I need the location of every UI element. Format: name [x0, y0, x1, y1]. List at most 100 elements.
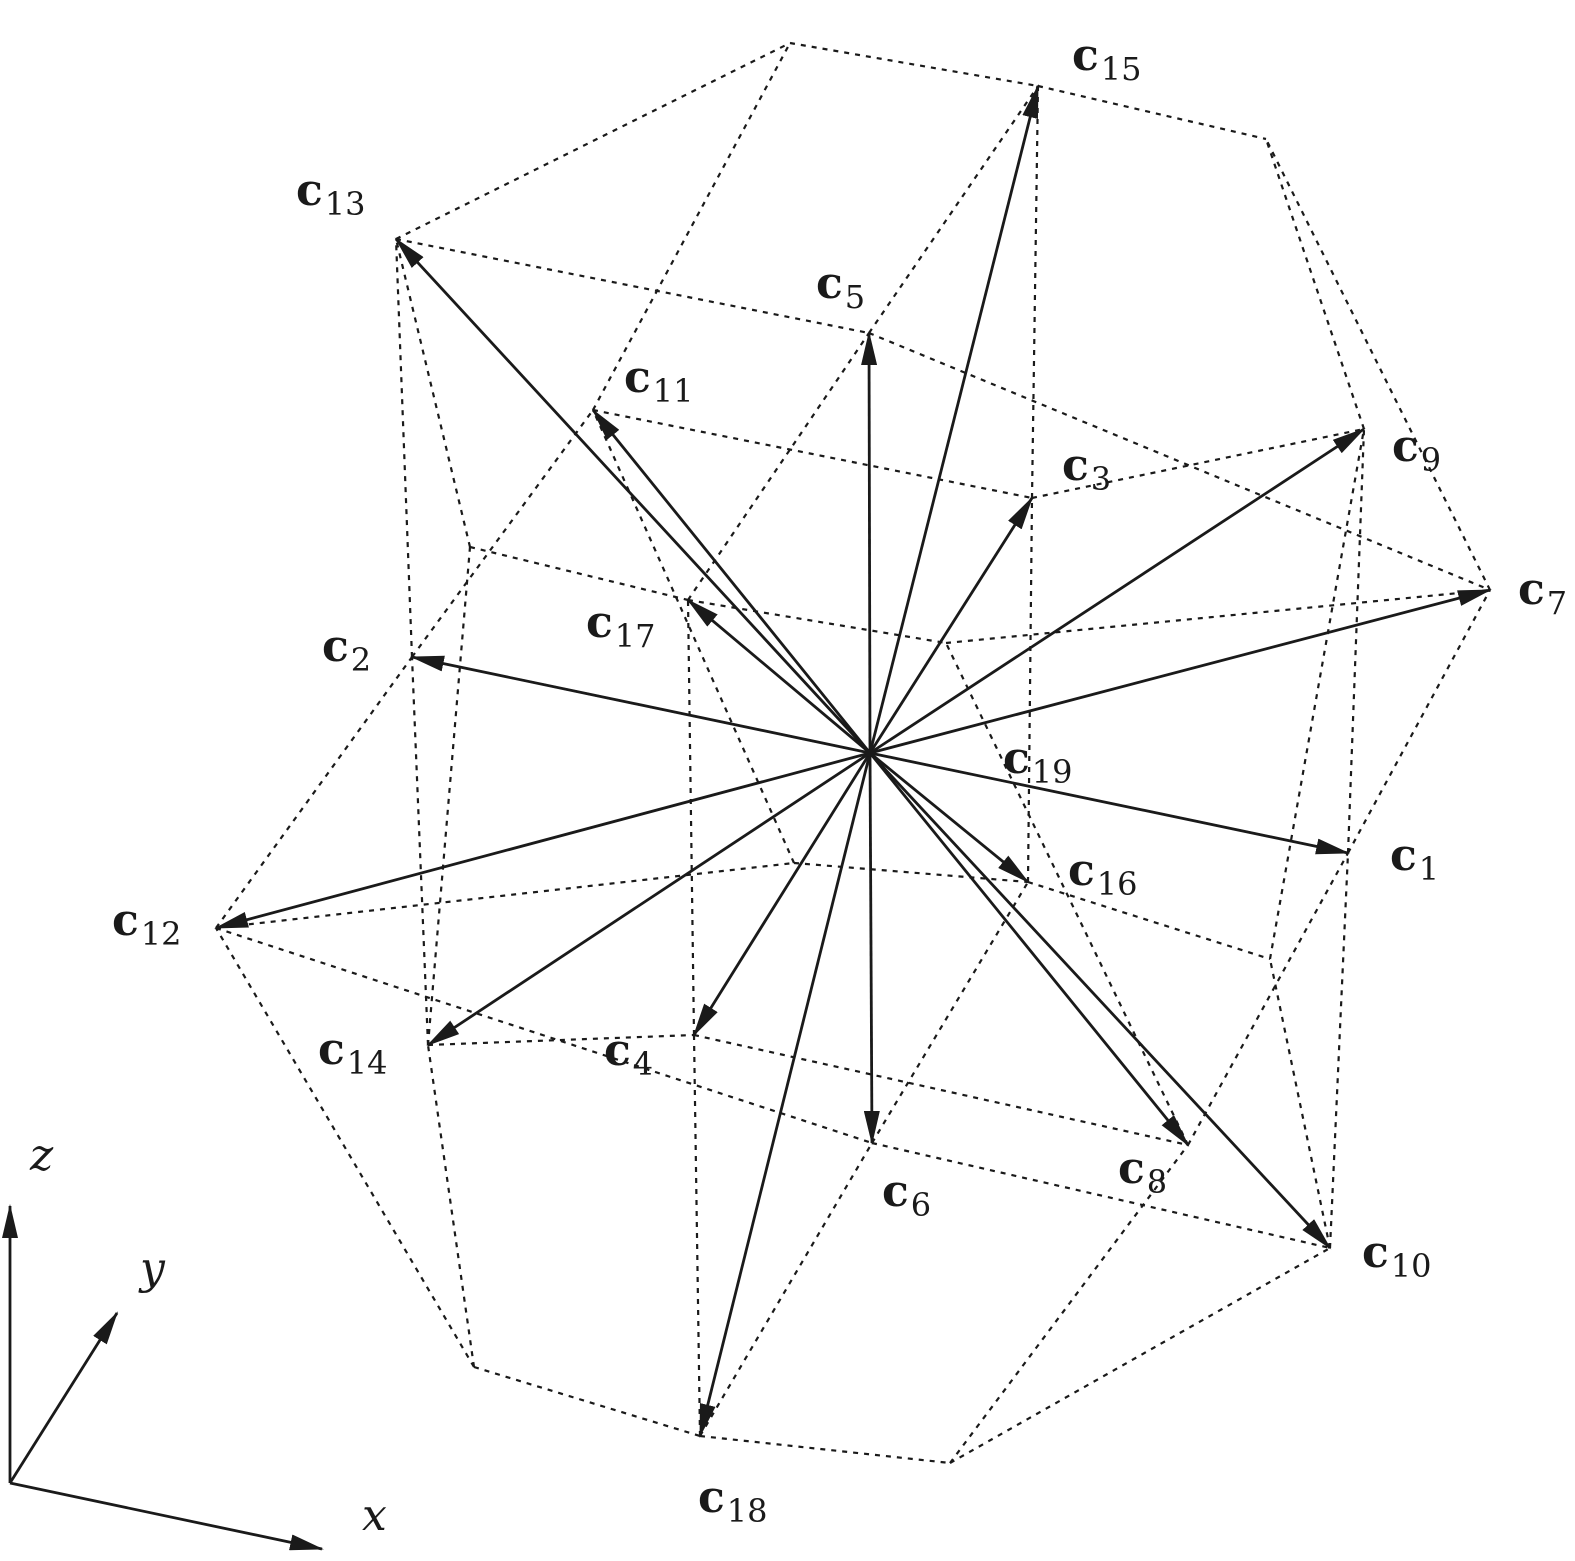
- axis-y-arrow: [8, 1311, 119, 1484]
- grid-line-x: [592, 408, 1033, 500]
- label-c19-base: c: [1003, 733, 1030, 784]
- label-c14: c14: [318, 1024, 388, 1082]
- label-c2: c2: [322, 621, 371, 679]
- grid-line-x: [793, 861, 1029, 884]
- label-c5-base: c: [816, 258, 843, 309]
- grid-line-x: [469, 545, 689, 602]
- grid-line-z: [1026, 497, 1034, 883]
- grid-line-z: [945, 642, 1189, 1146]
- label-c8-base: c: [1118, 1143, 1145, 1194]
- label-c12-base: c: [112, 895, 139, 946]
- grid-line-x: [1027, 880, 1271, 961]
- grid-line-y: [410, 656, 430, 1046]
- grid-line-z: [949, 1144, 1189, 1464]
- axis-x-label: x: [362, 1490, 387, 1541]
- vector-c7: [869, 588, 1492, 755]
- grid-line-x: [871, 1141, 1331, 1250]
- label-c10-subscript: 10: [1391, 1247, 1432, 1285]
- grid-line-x: [789, 41, 1039, 88]
- label-c12-subscript: 12: [141, 915, 182, 953]
- grid-line-y: [215, 861, 795, 930]
- grid-line-y: [1346, 428, 1366, 854]
- grid-line-y: [945, 588, 1491, 645]
- grid-line-z: [686, 599, 696, 1036]
- label-c8-subscript: 8: [1147, 1163, 1167, 1201]
- velocity-vectors: [214, 84, 1492, 1438]
- label-c17-base: c: [586, 597, 613, 648]
- label-c6-subscript: 6: [911, 1186, 931, 1224]
- vector-c16: [869, 751, 1030, 884]
- label-c11-subscript: 11: [653, 372, 694, 410]
- grid-line-z: [692, 1034, 702, 1437]
- vector-c14: [426, 751, 871, 1047]
- label-c9-subscript: 9: [1421, 441, 1441, 479]
- grid-line-y: [1187, 852, 1349, 1146]
- grid-line-y: [395, 42, 791, 240]
- grid-line-z: [426, 1044, 476, 1368]
- label-c7-subscript: 7: [1547, 584, 1567, 622]
- label-c10: c10: [1362, 1227, 1432, 1285]
- vector-c13: [394, 237, 872, 754]
- label-c2-base: c: [322, 621, 349, 672]
- label-c16-base: c: [1068, 845, 1095, 896]
- grid-line-z: [1264, 138, 1366, 430]
- grid-line-y: [699, 1142, 873, 1437]
- coordinate-axes: xyz: [1, 1130, 387, 1551]
- label-c3: c3: [1062, 440, 1111, 498]
- label-c11-base: c: [624, 352, 651, 403]
- label-c13: c13: [296, 165, 366, 223]
- grid-line-y: [868, 85, 1039, 334]
- label-c15-base: c: [1072, 30, 1099, 81]
- label-c3-subscript: 3: [1091, 460, 1111, 498]
- grid-line-x: [473, 1365, 701, 1438]
- grid-line-x: [395, 237, 870, 335]
- vector-c10: [868, 752, 1332, 1250]
- grid-line-y: [1268, 958, 1332, 1249]
- vector-c17: [686, 598, 871, 755]
- label-c4-base: c: [604, 1025, 631, 1076]
- grid-line-z: [1268, 428, 1366, 960]
- label-c14-subscript: 14: [347, 1044, 388, 1082]
- label-c9: c9: [1392, 421, 1441, 479]
- vector-c6: [863, 752, 880, 1145]
- grid-line-z: [394, 238, 414, 658]
- grid-line-y: [411, 409, 594, 658]
- label-c8: c8: [1118, 1143, 1167, 1201]
- vector-labels: c1c2c3c4c5c6c7c8c9c10c11c12c13c14c15c16c…: [112, 30, 1567, 1530]
- label-c6: c6: [882, 1166, 931, 1224]
- grid-line-z: [1030, 85, 1040, 499]
- axis-x-arrow: [9, 1481, 324, 1551]
- label-c4: c4: [604, 1025, 653, 1083]
- label-c17: c17: [586, 597, 656, 655]
- grid-line-y: [949, 1247, 1331, 1464]
- label-c10-base: c: [1362, 1227, 1389, 1278]
- grid-line-z: [592, 42, 791, 411]
- label-c15: c15: [1072, 30, 1142, 88]
- vector-c1: [869, 751, 1350, 855]
- label-c7-base: c: [1518, 564, 1545, 615]
- grid-line-x: [693, 1033, 1189, 1147]
- label-c13-subscript: 13: [325, 185, 366, 223]
- grid-line-y: [1265, 138, 1491, 591]
- label-c1-subscript: 1: [1419, 850, 1439, 888]
- label-c13-base: c: [296, 165, 323, 216]
- vector-c11: [591, 408, 872, 754]
- label-c9-base: c: [1392, 421, 1419, 472]
- label-c19: c19: [1003, 733, 1073, 791]
- vector-c19-origin: [866, 749, 874, 757]
- grid-line-x: [1031, 427, 1365, 500]
- grid-line-y: [871, 881, 1029, 1144]
- grid-line-y: [687, 332, 870, 601]
- label-c3-base: c: [1062, 440, 1089, 491]
- vector-c15: [868, 84, 1040, 754]
- label-c16: c16: [1068, 845, 1138, 903]
- vector-c2: [410, 655, 871, 755]
- grid-line-z: [426, 546, 472, 1046]
- vector-c5: [861, 331, 878, 754]
- label-c18: c18: [698, 1472, 768, 1530]
- vector-c9: [869, 427, 1366, 755]
- label-c11: c11: [624, 352, 694, 410]
- label-c1-base: c: [1390, 830, 1417, 881]
- grid-line-z: [1328, 852, 1350, 1249]
